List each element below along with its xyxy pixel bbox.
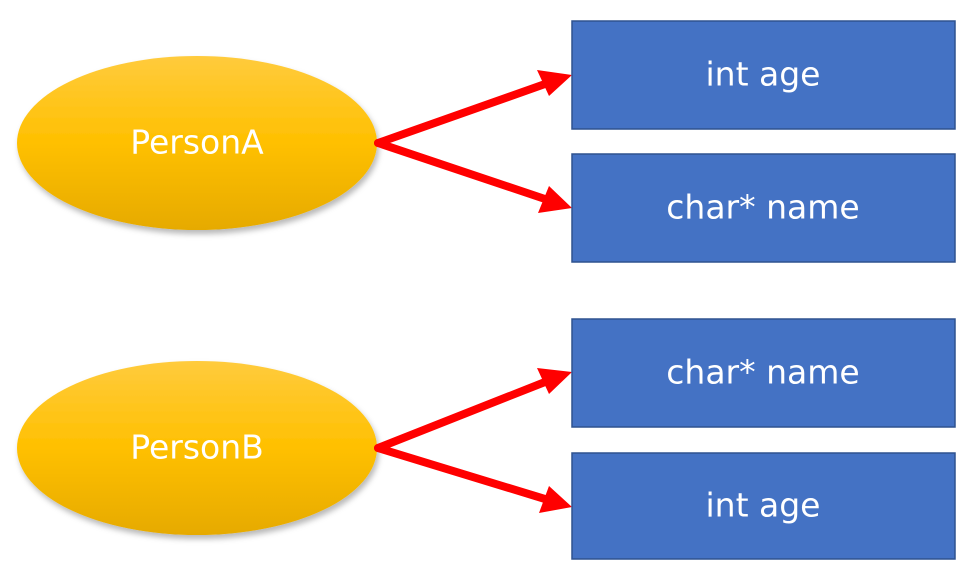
arrow-person-a-to-field-2 <box>374 139 549 203</box>
arrowhead-person-a-field-1 <box>537 70 572 96</box>
person-a-field-2-label: char* name <box>666 188 859 227</box>
person-a-ellipse <box>17 56 377 230</box>
person-a-field-1-label: int age <box>706 55 821 94</box>
arrowhead-person-a-field-2 <box>538 186 572 213</box>
person-a-field-1-box <box>571 20 956 130</box>
group-person-b: PersonB char* name int age <box>17 318 956 560</box>
person-b-field-1-label: char* name <box>666 353 859 392</box>
arrowhead-person-b-field-1 <box>537 368 572 394</box>
person-b-field-2-box <box>571 452 956 560</box>
person-a-field-2-box <box>571 153 956 263</box>
person-b-ellipse <box>17 361 377 535</box>
person-a-label: PersonA <box>130 123 264 162</box>
person-b-field-1-box <box>571 318 956 428</box>
arrowhead-person-b-field-2 <box>539 486 572 513</box>
arrow-person-b-to-field-1 <box>374 378 549 452</box>
person-b-label: PersonB <box>130 428 264 467</box>
arrow-person-b-to-field-2 <box>374 444 549 503</box>
arrow-person-a-to-field-1 <box>374 80 549 147</box>
person-b-field-2-label: int age <box>706 486 821 525</box>
group-person-a: PersonA int age char* name <box>17 20 956 263</box>
